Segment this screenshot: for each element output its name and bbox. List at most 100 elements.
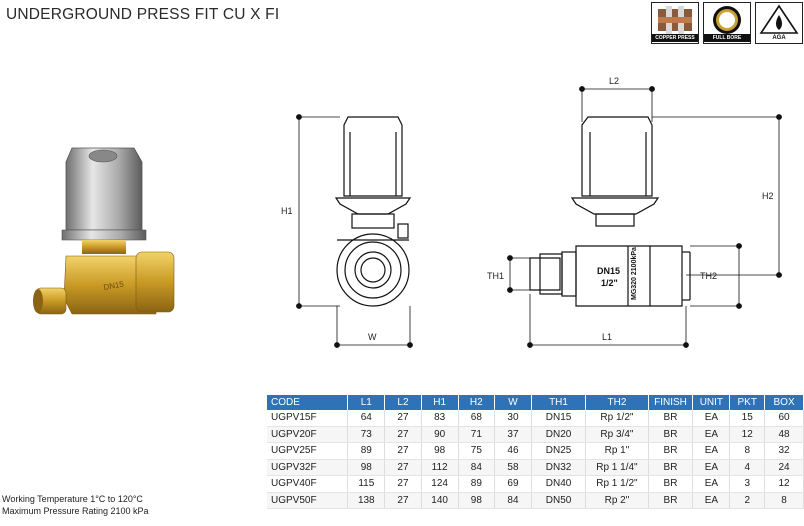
l2-label: L2: [609, 76, 619, 86]
col-w: W: [494, 395, 532, 410]
full-bore-label: FULL BORE: [704, 34, 750, 42]
table-cell: 27: [384, 426, 422, 443]
copper-press-label: COPPER PRESS: [652, 34, 698, 42]
h2-label: H2: [762, 191, 774, 201]
table-cell: BR: [648, 459, 694, 476]
table-cell: 8: [764, 492, 804, 509]
table-cell: 124: [421, 475, 459, 493]
spec-table-header: CODE L1 L2 H1 H2 W TH1 TH2 FINISH UNIT P…: [267, 395, 804, 410]
table-cell: UGPV40F: [267, 475, 349, 493]
table-cell: DN15: [531, 410, 587, 427]
col-h1: H1: [421, 395, 459, 410]
table-cell: 115: [347, 475, 386, 493]
front-view: [529, 116, 691, 307]
table-cell: 27: [384, 492, 422, 509]
table-cell: 37: [494, 426, 532, 443]
table-cell: 3: [729, 475, 766, 493]
table-cell: 138: [347, 492, 386, 509]
table-cell: Rp 1 1/4": [585, 459, 649, 476]
table-cell: UGPV20F: [267, 426, 349, 443]
table-cell: 15: [729, 410, 766, 427]
table-cell: DN50: [531, 492, 587, 509]
w-dimension: [334, 306, 413, 348]
aga-badge: AGA: [755, 2, 803, 44]
table-cell: 46: [494, 442, 532, 460]
spec-table: CODE L1 L2 H1 H2 W TH1 TH2 FINISH UNIT P…: [267, 395, 804, 509]
table-cell: 12: [729, 426, 766, 443]
table-cell: 73: [347, 426, 386, 443]
table-cell: Rp 1": [585, 442, 649, 460]
table-cell: BR: [648, 410, 694, 427]
col-h2: H2: [458, 395, 496, 410]
table-cell: EA: [692, 442, 731, 460]
table-cell: 83: [421, 410, 459, 427]
table-cell: 98: [458, 492, 496, 509]
table-cell: 140: [421, 492, 459, 509]
table-cell: DN25: [531, 442, 587, 460]
table-cell: 27: [384, 475, 422, 493]
table-cell: BR: [648, 442, 694, 460]
max-pressure: Maximum Pressure Rating 2100 kPa: [2, 505, 149, 516]
table-cell: 98: [421, 442, 459, 460]
table-cell: DN20: [531, 426, 587, 443]
th2-dimension: [690, 243, 742, 309]
table-cell: 27: [384, 459, 422, 476]
table-cell: DN32: [531, 459, 587, 476]
table-cell: 98: [347, 459, 386, 476]
flame-icon: [759, 4, 799, 34]
col-box: BOX: [764, 395, 804, 410]
col-code: CODE: [267, 395, 349, 410]
col-th1: TH1: [531, 395, 587, 410]
certification-badges: COPPER PRESS FULL BORE AGA: [651, 2, 803, 44]
ratings-notes: Working Temperature 1°C to 120°C Maximum…: [2, 494, 149, 517]
table-cell: 27: [384, 410, 422, 427]
side-view: [334, 116, 412, 307]
table-cell: 75: [458, 442, 496, 460]
table-cell: 58: [494, 459, 532, 476]
aga-label: AGA: [756, 34, 802, 42]
svg-text:DN15: DN15: [103, 279, 125, 292]
valve-thread-marking: 1/2": [601, 278, 618, 288]
col-l1: L1: [347, 395, 386, 410]
l2-dimension: [579, 86, 655, 122]
table-cell: 68: [458, 410, 496, 427]
h2-dimension: [652, 114, 782, 278]
table-cell: 89: [347, 442, 386, 460]
h1-label: H1: [281, 206, 293, 216]
l1-label: L1: [602, 332, 612, 342]
table-cell: UGPV15F: [267, 410, 349, 427]
table-cell: EA: [692, 459, 731, 476]
table-cell: BR: [648, 475, 694, 493]
working-temperature: Working Temperature 1°C to 120°C: [2, 494, 143, 504]
table-cell: 4: [729, 459, 766, 476]
full-bore-icon: [713, 6, 741, 34]
col-finish: FINISH: [648, 395, 694, 410]
copper-press-badge: COPPER PRESS: [651, 2, 699, 44]
col-l2: L2: [384, 395, 422, 410]
table-cell: 69: [494, 475, 532, 493]
table-cell: Rp 3/4": [585, 426, 649, 443]
table-cell: 90: [421, 426, 459, 443]
valve-size-marking: DN15: [597, 266, 620, 276]
table-cell: BR: [648, 492, 694, 509]
table-cell: 24: [764, 459, 804, 476]
table-cell: 60: [764, 410, 804, 427]
h1-dimension: [296, 114, 340, 309]
table-cell: 64: [347, 410, 386, 427]
th1-label: TH1: [487, 271, 504, 281]
table-cell: 2: [729, 492, 766, 509]
col-th2: TH2: [585, 395, 649, 410]
table-cell: 84: [494, 492, 532, 509]
table-cell: 71: [458, 426, 496, 443]
table-cell: 48: [764, 426, 804, 443]
table-cell: UGPV32F: [267, 459, 349, 476]
table-cell: 30: [494, 410, 532, 427]
table-cell: EA: [692, 475, 731, 493]
th1-dimension: [507, 255, 530, 293]
